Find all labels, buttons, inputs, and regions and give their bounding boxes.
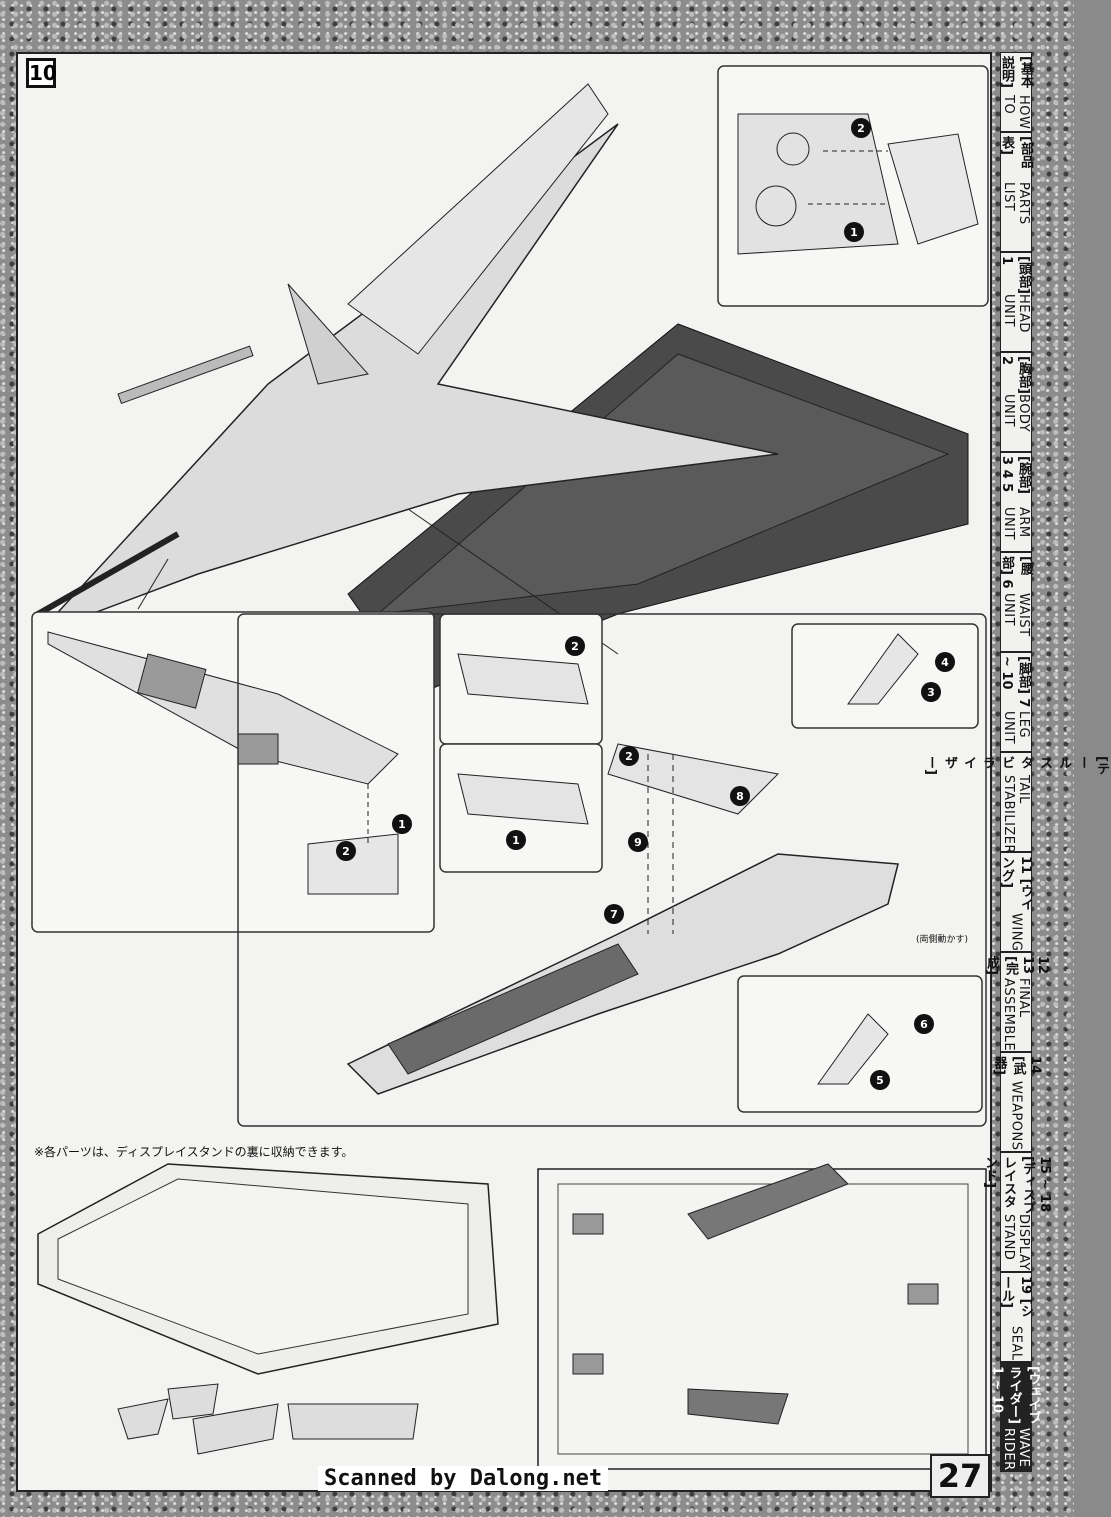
tab-seal[interactable]: 19 [シール]SEAL	[999, 1272, 1033, 1362]
scan-credit: Scanned by Dalong.net	[318, 1466, 609, 1491]
page-number: 27	[930, 1454, 990, 1498]
storage-note: ※各パーツは、ディスプレイスタンドの裏に収納できます。	[34, 1145, 354, 1159]
tab-wing[interactable]: 11 [ウイング]WING	[999, 852, 1033, 952]
tab-weapons[interactable]: 14 [武器]WEAPONS	[992, 1052, 1043, 1152]
step-number: 10	[26, 58, 57, 88]
instruction-page: 1 2 1 2 2 2 1 4 3 8 9 7 6 5 (両側動かす)	[16, 52, 992, 1492]
both-sides-label: (両側動かす)	[916, 935, 969, 945]
tab-parts-list[interactable]: [部品表]PARTS LIST	[999, 132, 1033, 252]
tab-final-assemble[interactable]: 12 13 [完成]FINAL ASSEMBLE	[984, 952, 1050, 1052]
main-illustration	[31, 65, 989, 1470]
tab-how-to[interactable]: [基本説明]HOW TO	[999, 52, 1033, 132]
tab-tail-stabilizer[interactable]: [テールスタビライザー]TAIL STABILIZER	[923, 752, 1109, 854]
inset-assembly	[237, 613, 987, 1127]
tab-display-stand[interactable]: 15 ~ 18 [ディスプレイスタンド]DISPLAY STAND	[982, 1152, 1052, 1272]
